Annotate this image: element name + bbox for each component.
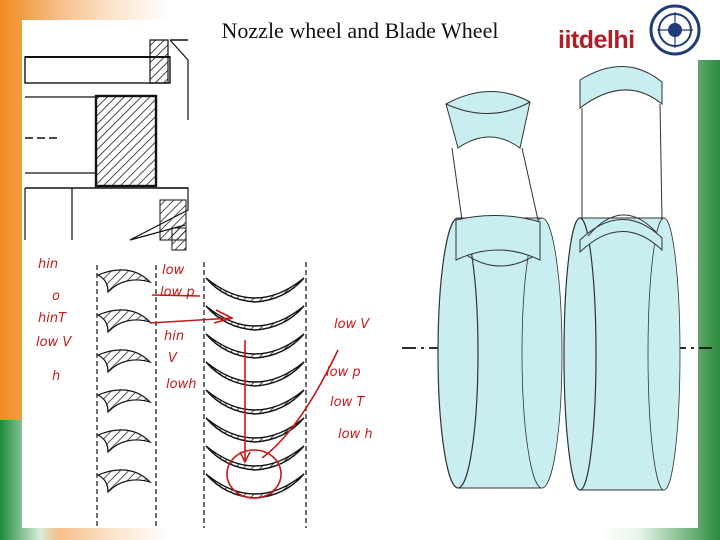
note-low-v-right: low V bbox=[334, 317, 370, 332]
casing-drawing bbox=[24, 39, 189, 251]
slide-title: Nozzle wheel and Blade Wheel bbox=[221, 18, 499, 43]
nozzle-row bbox=[96, 265, 157, 528]
note-lowh: lowh bbox=[166, 377, 197, 392]
note-low-v: low V bbox=[36, 335, 72, 350]
note-low-p-right: low p bbox=[326, 365, 361, 380]
iitdelhi-logo: iitdelhi bbox=[558, 26, 635, 54]
note-hin: hin bbox=[38, 257, 59, 272]
note-low-p: low p bbox=[160, 285, 195, 300]
red-markings bbox=[149, 294, 339, 499]
note-o: o bbox=[52, 289, 60, 304]
note-h: h bbox=[52, 369, 61, 384]
wheels-drawing bbox=[402, 66, 712, 491]
note-hint: hinT bbox=[38, 311, 67, 326]
note-low: low bbox=[162, 263, 185, 278]
blade-row bbox=[203, 262, 307, 528]
note-hin-mid: hin bbox=[164, 329, 185, 344]
note-low-t-right: low T bbox=[330, 395, 365, 410]
institute-emblem-icon bbox=[649, 4, 701, 56]
note-low-h-right: low h bbox=[338, 427, 373, 442]
note-v: V bbox=[168, 351, 177, 366]
